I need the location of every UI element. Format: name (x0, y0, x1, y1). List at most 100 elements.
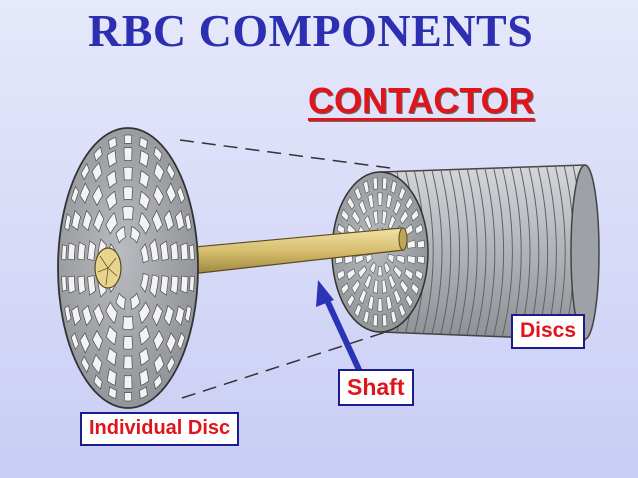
disc-slot (346, 268, 356, 281)
disc-slot (398, 303, 406, 318)
disc-slot (382, 314, 388, 327)
disc-slot (372, 279, 379, 294)
disc-slot (396, 254, 406, 265)
disc-slot (80, 355, 90, 374)
disc-slot (87, 275, 97, 296)
disc-slot (138, 325, 151, 346)
disc-slot (184, 305, 192, 323)
disc-slot (67, 242, 76, 261)
disc-slot (138, 190, 151, 211)
disc-slot (367, 193, 375, 209)
disc-slot (405, 293, 414, 308)
disc-slot (139, 386, 148, 400)
discs-label: Discs (511, 314, 586, 350)
disc-slot (354, 303, 362, 318)
disc-slot (369, 261, 377, 274)
disc-slot (123, 147, 133, 161)
disc-slot (163, 304, 175, 327)
disc-slot (93, 146, 103, 162)
disc-slot (105, 301, 118, 325)
disc-slot (170, 275, 179, 295)
disc-slot (93, 303, 105, 327)
disc-slot (87, 240, 97, 261)
disc-slot (381, 279, 388, 294)
disc-slot (153, 374, 163, 390)
disc-slot (122, 315, 134, 330)
disc-slot (367, 295, 375, 311)
disc-slot (153, 146, 163, 162)
disc-pack-ridge (449, 169, 461, 335)
disc-slot (372, 177, 378, 190)
disc-slot (357, 265, 367, 279)
disc-slot (139, 368, 150, 387)
disc-slot (106, 368, 117, 387)
disc-slot (406, 239, 416, 249)
disc-slot (393, 199, 402, 216)
disc-slot (64, 213, 72, 231)
disc-slot (166, 162, 176, 181)
disc-slot (93, 209, 105, 233)
disc-slot (108, 386, 117, 400)
disc-pack-ridge (422, 170, 434, 334)
shaft-end-texture (97, 255, 118, 286)
section-subtitle: CONTACTOR (308, 80, 535, 121)
disc-slot (390, 310, 398, 324)
disc-slot (372, 314, 378, 327)
disc-slot (406, 255, 416, 265)
disc-slot (122, 186, 134, 201)
disc-slot (180, 275, 189, 294)
disc-slot (149, 238, 159, 262)
disc-slot (176, 185, 186, 204)
disc-pack-ridge (466, 168, 478, 336)
disc-slot (79, 332, 91, 354)
disc-slot (188, 244, 195, 261)
disc-slot (79, 182, 91, 204)
disc-slot (149, 274, 159, 298)
disc-slot (382, 177, 388, 190)
disc-slot (67, 275, 76, 294)
disc-slot (93, 374, 103, 390)
disc-slot (92, 184, 103, 207)
disc-slot (61, 244, 68, 261)
disc-slot (71, 305, 81, 327)
disc-slot (106, 347, 117, 366)
disc-pack-ridge (475, 168, 487, 336)
disc-slot (115, 292, 126, 310)
disc-slot (398, 186, 406, 201)
disc-slot (184, 213, 192, 231)
disc-slot (410, 282, 420, 296)
disc-slot (153, 329, 164, 352)
disc-slot (180, 242, 189, 261)
disc-slot (175, 209, 185, 231)
disc-slot (77, 241, 86, 261)
projection-lines (179, 139, 393, 399)
disc-slot (139, 170, 150, 189)
disc-slot (123, 392, 133, 402)
disc-slot (358, 288, 367, 305)
disc-slot (346, 293, 355, 308)
disc-slot (354, 186, 362, 201)
disc-slot (77, 275, 86, 295)
disc-slot (153, 184, 164, 207)
disc-pack-ridge (501, 167, 513, 337)
page-title: RBC COMPONENTS (88, 5, 534, 56)
disc-slot (414, 223, 424, 235)
disc-slot (393, 265, 403, 279)
disc-slot (71, 209, 81, 231)
disc-slot (372, 210, 379, 225)
disc-slot (123, 355, 133, 370)
disc-slot (70, 332, 80, 351)
disc-slot (417, 255, 425, 265)
disc-slot (377, 192, 383, 207)
disc-slot (140, 272, 150, 293)
disc-slot (404, 268, 414, 281)
disc-slot (163, 209, 175, 232)
disc-pack-ridge (431, 170, 443, 334)
disc-slot (81, 209, 93, 232)
disc-slot (91, 161, 103, 183)
disc-slot (351, 279, 361, 295)
disc-pack-ridge (493, 167, 505, 337)
disc-slot (130, 226, 141, 244)
disc-slot (151, 209, 163, 233)
